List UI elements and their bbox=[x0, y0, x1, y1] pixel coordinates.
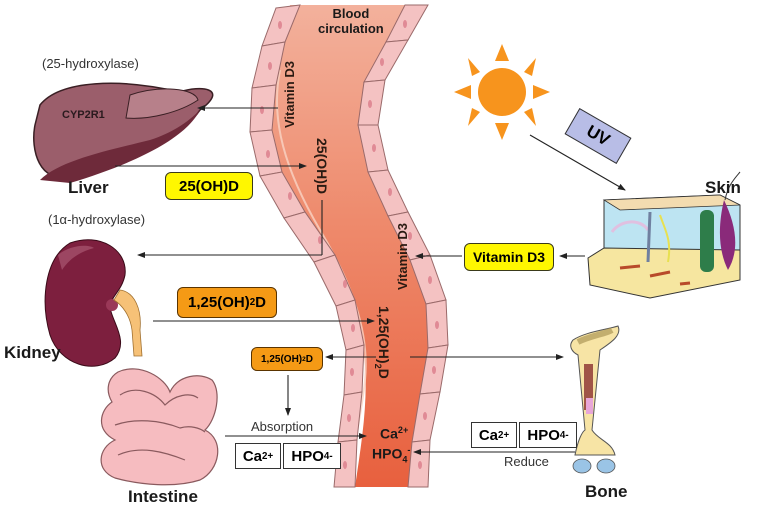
vessel-calcium-charge: 2+ bbox=[397, 425, 409, 435]
intestine-phosphate-base: HPO bbox=[291, 447, 324, 465]
vessel-vitamin-d3-upper: Vitamin D3 bbox=[282, 61, 297, 128]
vessel-phosphate-charge: - bbox=[407, 445, 411, 455]
kidney-badge-sub: 2 bbox=[249, 297, 256, 308]
bone-illustration bbox=[570, 325, 620, 474]
arrows bbox=[115, 105, 626, 455]
bone-phosphate-sub: 4 bbox=[559, 429, 566, 441]
skin-label: Skin bbox=[705, 178, 741, 197]
bone-phosphate-base: HPO bbox=[527, 426, 560, 444]
kidney-illustration bbox=[44, 239, 143, 367]
bone-phosphate-charge: - bbox=[565, 429, 569, 441]
liver-25ohd-badge: 25(OH)D bbox=[165, 172, 253, 200]
kidney-label: Kidney bbox=[4, 343, 61, 362]
vessel-phosphate: HPO4- bbox=[372, 445, 410, 464]
uv-label: UV bbox=[583, 121, 614, 150]
blood-vessel bbox=[268, 5, 433, 487]
liver-enzyme-label: (25-hydroxylase) bbox=[42, 56, 139, 71]
intestine-calcium-base: Ca bbox=[242, 447, 263, 465]
bone-calcium-base: Ca bbox=[478, 426, 499, 444]
vessel-phosphate-sub: 4 bbox=[402, 454, 408, 465]
vessel-calcium: Ca2+ bbox=[380, 425, 408, 442]
bone-calcium-charge: 2+ bbox=[498, 429, 510, 441]
intestine-phosphate-sub: 4 bbox=[323, 450, 330, 462]
intestine-calcium-charge: 2+ bbox=[262, 450, 274, 462]
vessel-phosphate-base: HPO bbox=[372, 445, 403, 462]
skin-illustration bbox=[587, 171, 741, 299]
sun-icon bbox=[454, 44, 550, 140]
blood-circulation-line1: Blood bbox=[332, 6, 370, 21]
intestine-label: Intestine bbox=[128, 487, 198, 506]
intestine-badge-sub: 2 bbox=[302, 355, 306, 363]
intestine-illustration bbox=[100, 368, 219, 486]
skin-vitamin-d3-badge: Vitamin D3 bbox=[464, 243, 554, 271]
intestine-badge-suffix: D bbox=[305, 353, 313, 365]
liver-illustration bbox=[33, 82, 214, 183]
blood-circulation-label: Blood circulation bbox=[318, 6, 384, 36]
intestine-badge-prefix: 1,25(OH) bbox=[261, 353, 303, 365]
kidney-badge-suffix: D bbox=[255, 294, 266, 311]
vessel-calcium-base: Ca bbox=[380, 425, 398, 442]
kidney-enzyme-label: (1α-hydroxylase) bbox=[48, 212, 146, 227]
absorption-label: Absorption bbox=[251, 419, 314, 434]
kidney-badge-prefix: 1,25(OH) bbox=[188, 294, 250, 311]
blood-circulation-line2: circulation bbox=[318, 21, 384, 36]
reduce-label: Reduce bbox=[504, 454, 549, 469]
vessel-125oh2d: 1,25(OH)2D bbox=[373, 306, 392, 379]
intestine-phosphate-charge: - bbox=[329, 450, 333, 462]
vessel-125oh2d-suffix: D bbox=[376, 368, 392, 379]
bone-label: Bone bbox=[585, 482, 628, 501]
vessel-125oh2d-prefix: 1,25(OH) bbox=[376, 306, 392, 364]
liver-gene-label: CYP2R1 bbox=[62, 109, 105, 121]
vessel-25ohd: 25(OH)D bbox=[314, 138, 330, 195]
vessel-cell-nuclei bbox=[260, 20, 439, 469]
arrow-uv bbox=[529, 134, 626, 191]
vessel-vitamin-d3-lower: Vitamin D3 bbox=[395, 223, 410, 290]
liver-label: Liver bbox=[68, 178, 109, 197]
